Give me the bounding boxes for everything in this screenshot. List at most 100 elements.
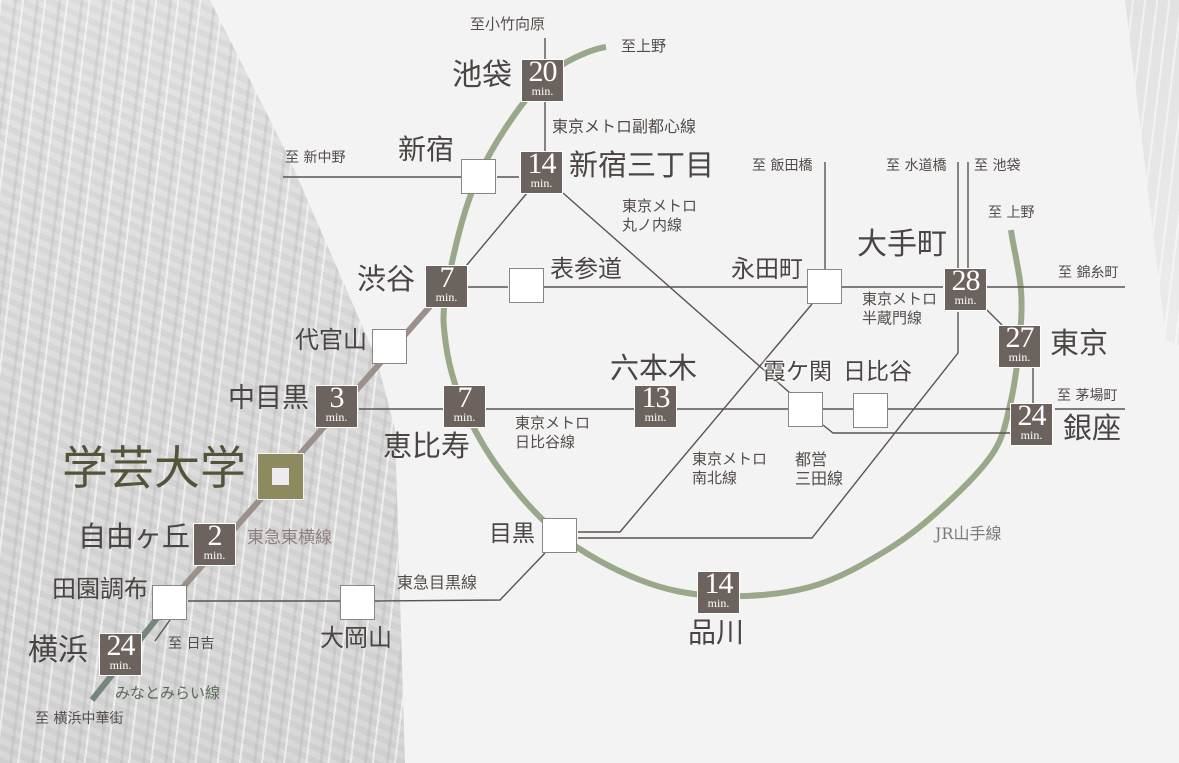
badge-tokyo: 27 min. bbox=[998, 321, 1041, 368]
line-label-line2: 半蔵門線 bbox=[862, 309, 923, 327]
badge-otemachi: 28 min. bbox=[944, 264, 987, 311]
minutes-value: 14 bbox=[527, 147, 557, 180]
station-name-ginza: 銀座 bbox=[1063, 411, 1122, 445]
line-label-line2: 丸ノ内線 bbox=[622, 216, 683, 234]
station-name-denenchofu: 田園調布 bbox=[52, 575, 148, 603]
station-marker-daikanyama bbox=[372, 329, 407, 364]
line-label-minatomirai: みなとみらい線 bbox=[115, 684, 221, 702]
minutes-value: 7 bbox=[439, 261, 455, 294]
home-station-marker-inner bbox=[272, 468, 289, 485]
station-name-otemachi: 大手町 bbox=[857, 227, 947, 262]
badge-ebisu: 7 min. bbox=[443, 381, 486, 428]
minutes-unit: min. bbox=[435, 290, 458, 304]
station-name-yokohama: 横浜 bbox=[28, 633, 88, 668]
mita-line bbox=[578, 162, 959, 539]
direction-ueno-right: 至 上野 bbox=[988, 205, 1035, 221]
station-name-omotesando: 表参道 bbox=[550, 255, 622, 283]
home-station-marker bbox=[257, 453, 304, 500]
minutes-value: 7 bbox=[457, 381, 473, 414]
direction-iidabashi: 至 飯田橋 bbox=[752, 158, 813, 174]
minutes-unit: min. bbox=[954, 293, 977, 307]
badge-shibuya: 7 min. bbox=[425, 261, 468, 308]
station-name-kasumigaseki: 霞ケ関 bbox=[763, 359, 832, 385]
line-label-fukutoshin: 東京メトロ副都心線 bbox=[552, 117, 697, 136]
station-marker-kasumigaseki bbox=[788, 392, 823, 427]
minutes-unit: min. bbox=[1008, 350, 1031, 364]
station-name-daikanyama: 代官山 bbox=[295, 326, 367, 354]
direction-ueno-top: 至上野 bbox=[621, 37, 667, 55]
station-marker-nagatacho bbox=[807, 269, 842, 304]
home-station-name: 学芸大学 bbox=[62, 441, 246, 495]
direction-hiyoshi: 至 日吉 bbox=[168, 636, 215, 652]
station-name-hibiya: 日比谷 bbox=[843, 359, 912, 385]
line-label-line2: 南北線 bbox=[692, 469, 738, 487]
jr-yamanote-line bbox=[440, 44, 1025, 600]
station-marker-denenchofu bbox=[152, 585, 187, 620]
fukutoshin-line bbox=[465, 38, 546, 267]
tokyu-meguro-line bbox=[154, 552, 546, 642]
station-name-ebisu: 恵比寿 bbox=[383, 429, 471, 463]
minutes-value: 2 bbox=[207, 519, 223, 552]
minutes-unit: min. bbox=[453, 410, 476, 424]
minutes-value: 27 bbox=[1005, 321, 1035, 354]
badge-jiyugaoka: 2 min. bbox=[193, 519, 236, 566]
line-label-line1: 東京メトロ bbox=[862, 290, 938, 308]
minutes-unit: min. bbox=[109, 658, 132, 672]
station-name-shinagawa: 品川 bbox=[688, 616, 745, 649]
line-label-tokyu-meguro: 東急目黒線 bbox=[397, 573, 478, 592]
minutes-unit: min. bbox=[530, 176, 553, 190]
minutes-value: 14 bbox=[704, 567, 734, 600]
line-label-hanzomon: 東京メトロ 半蔵門線 bbox=[862, 290, 937, 328]
line-label-line1: 東京メトロ bbox=[622, 197, 698, 215]
station-name-shibuya: 渋谷 bbox=[357, 262, 416, 296]
direction-shin-nakano: 至 新中野 bbox=[285, 150, 346, 166]
station-name-shinjuku-sanchome: 新宿三丁目 bbox=[569, 148, 715, 182]
station-marker-hibiya bbox=[853, 393, 888, 428]
nanboku-line bbox=[578, 162, 826, 533]
badge-ginza: 24 min. bbox=[1010, 401, 1053, 446]
minutes-value: 24 bbox=[106, 629, 136, 662]
minutes-unit: min. bbox=[531, 84, 554, 98]
line-label-line1: 都営 bbox=[795, 450, 828, 469]
badge-ikebukuro: 20 min. bbox=[521, 55, 564, 102]
minutes-value: 13 bbox=[641, 381, 671, 414]
badge-shinjuku-sanchome: 14 min. bbox=[520, 147, 563, 194]
minutes-value: 3 bbox=[329, 381, 345, 414]
line-label-jr-yamanote: JR山手線 bbox=[935, 524, 1002, 543]
station-marker-meguro bbox=[542, 518, 577, 553]
minutes-unit: min. bbox=[644, 410, 667, 424]
line-label-nanboku: 東京メトロ 南北線 bbox=[692, 450, 767, 488]
badge-roppongi: 13 min. bbox=[634, 381, 677, 428]
minutes-value: 20 bbox=[528, 55, 558, 88]
station-name-tokyo: 東京 bbox=[1050, 326, 1109, 360]
direction-yokohama-chukagai: 至 横浜中華街 bbox=[35, 711, 124, 727]
direction-kotake-mukaihara: 至小竹向原 bbox=[470, 15, 546, 33]
badge-yokohama: 24 min. bbox=[99, 629, 142, 676]
station-name-meguro: 目黒 bbox=[489, 521, 535, 547]
badge-nakameguro: 3 min. bbox=[315, 381, 358, 428]
line-label-mita: 都営 三田線 bbox=[795, 450, 843, 488]
line-label-marunouchi: 東京メトロ 丸ノ内線 bbox=[622, 197, 697, 235]
line-label-line1: 東京メトロ bbox=[692, 450, 768, 468]
minutes-value: 28 bbox=[951, 264, 981, 297]
line-label-line1: 東京メトロ bbox=[515, 414, 591, 432]
direction-ikebukuro: 至 池袋 bbox=[974, 158, 1021, 174]
line-label-hibiya: 東京メトロ 日比谷線 bbox=[515, 414, 590, 452]
minutes-unit: min. bbox=[325, 410, 348, 424]
station-name-roppongi: 六本木 bbox=[610, 351, 698, 385]
station-name-ikebukuro: 池袋 bbox=[452, 58, 512, 93]
line-label-line2: 三田線 bbox=[795, 469, 844, 488]
station-marker-ookayama bbox=[340, 585, 375, 620]
station-name-nagatacho: 永田町 bbox=[731, 255, 803, 283]
station-name-nakameguro: 中目黒 bbox=[228, 383, 309, 414]
direction-suidobashi: 至 水道橋 bbox=[886, 158, 947, 174]
line-label-line2: 日比谷線 bbox=[515, 433, 576, 451]
station-name-shinjuku: 新宿 bbox=[398, 133, 455, 166]
badge-shinagawa: 14 min. bbox=[697, 567, 740, 614]
station-name-ookayama: 大岡山 bbox=[320, 624, 392, 652]
station-marker-shinjuku bbox=[461, 159, 496, 194]
minutes-unit: min. bbox=[1020, 428, 1043, 442]
station-marker-omotesando bbox=[509, 268, 544, 303]
